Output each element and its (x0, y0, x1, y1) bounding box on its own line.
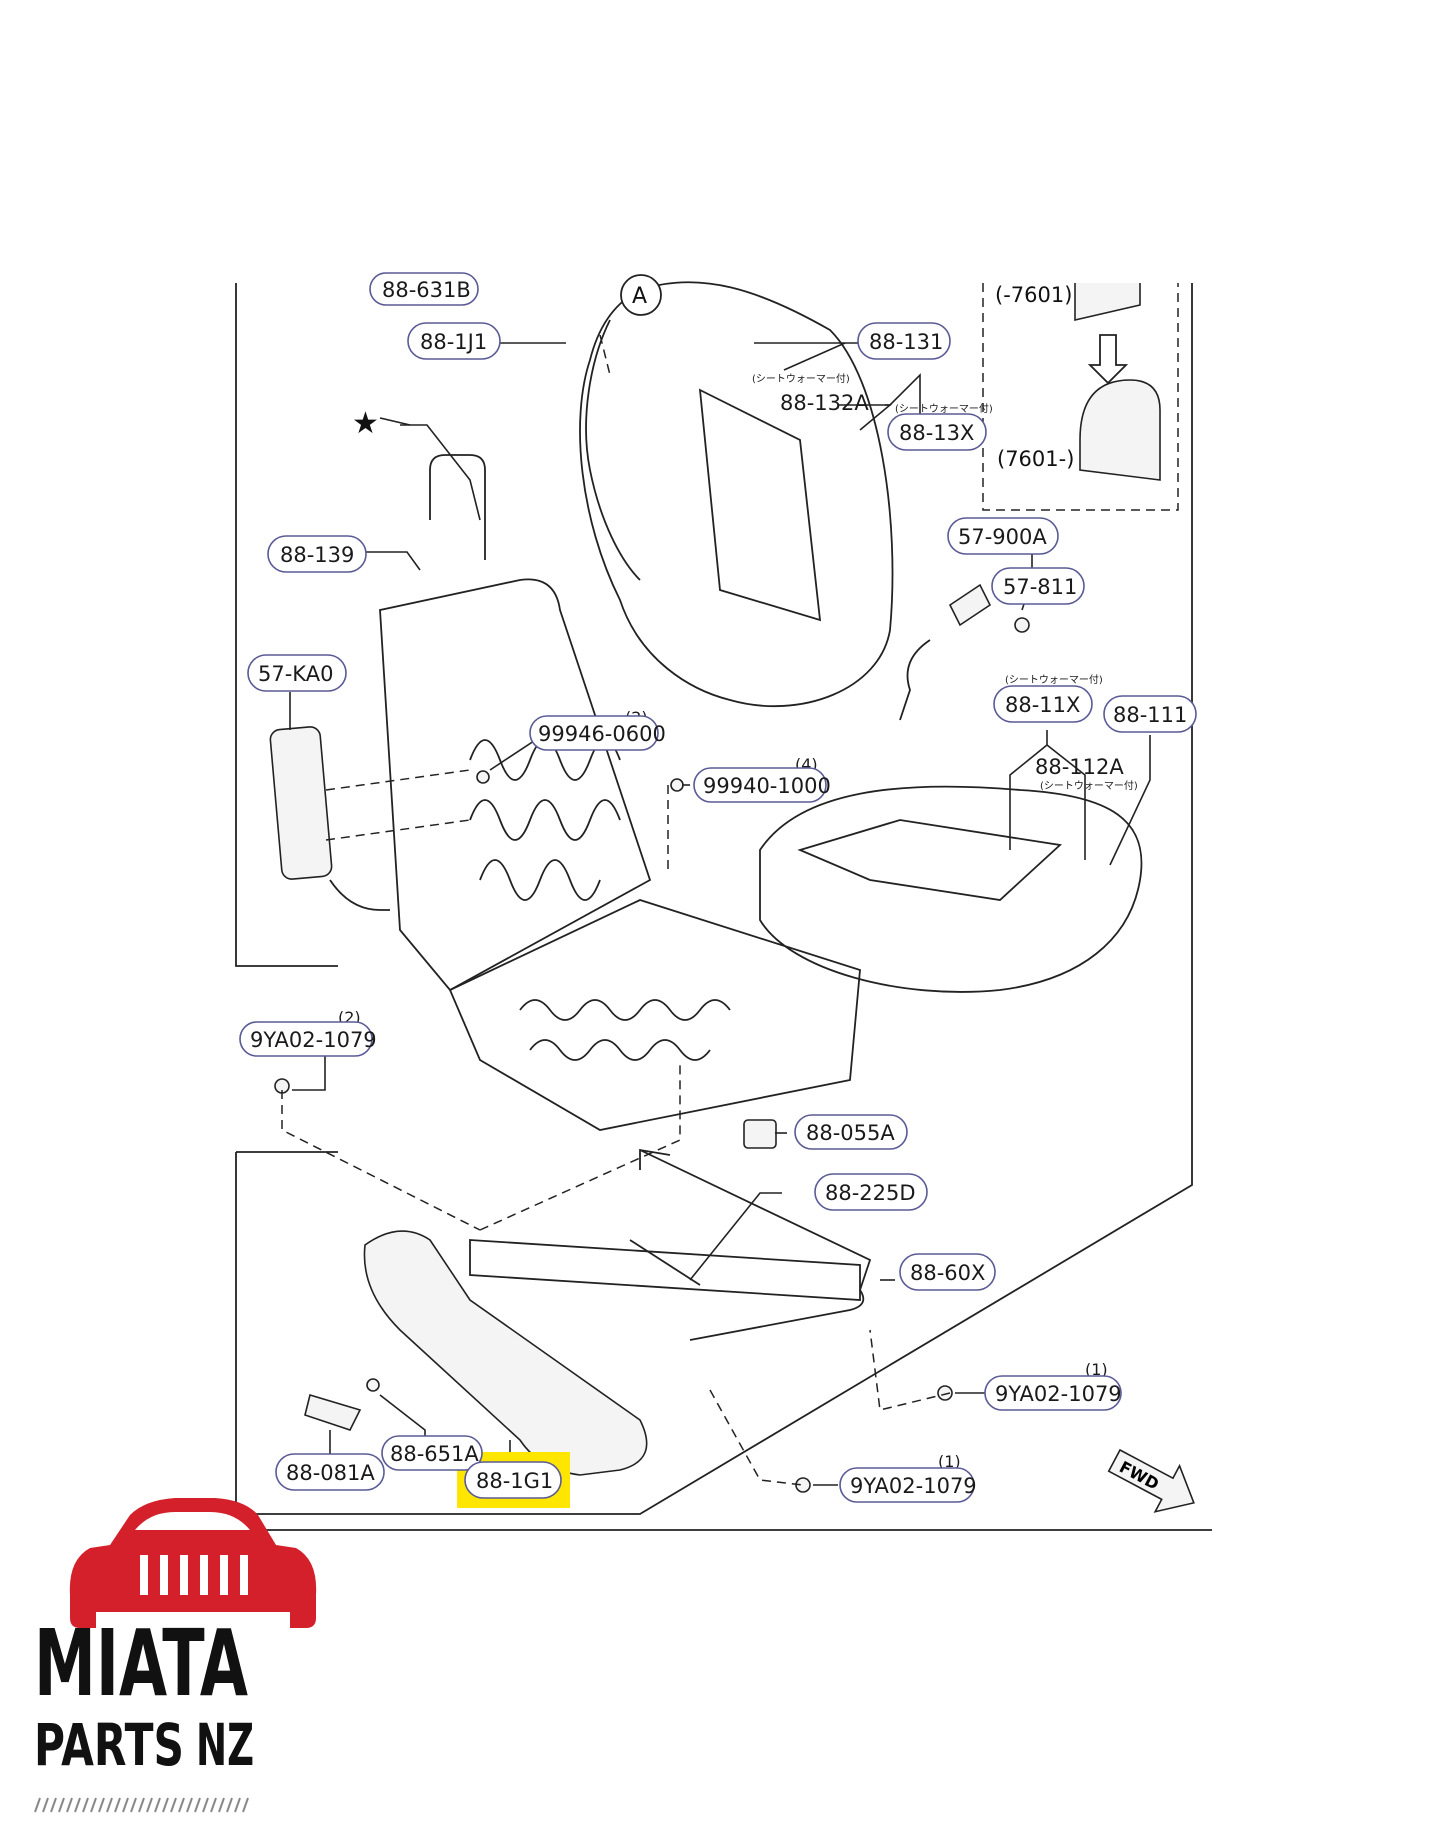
callout-88-1g1[interactable]: 88-1G1 (464, 1461, 562, 1499)
seat-cushion-frame (448, 899, 861, 1131)
svg-text:88-139: 88-139 (280, 543, 354, 567)
svg-text:57-811: 57-811 (1003, 575, 1077, 599)
brand-logo: MIATA PARTS NZ (34, 1498, 317, 1813)
seat-rails (469, 1148, 872, 1341)
callout-9ya02-right[interactable]: 9YA02-1079 (984, 1375, 1122, 1411)
svg-text:57-KA0: 57-KA0 (258, 662, 333, 686)
svg-text:88-1G1: 88-1G1 (476, 1469, 553, 1493)
svg-text:88-1J1: 88-1J1 (420, 330, 487, 354)
heater-note-88-11x: (シートウォーマー付) (1005, 673, 1103, 686)
callout-9ya02-left[interactable]: 9YA02-1079 (239, 1021, 377, 1057)
heater-note-88-112a: (シートウォーマー付) (1040, 779, 1138, 792)
callout-88-11x[interactable]: 88-11X (993, 685, 1093, 723)
callout-88-081a[interactable]: 88-081A (275, 1453, 385, 1491)
diagram-frame (224, 283, 1212, 1531)
callout-88-055a[interactable]: 88-055A (794, 1114, 908, 1150)
headrest-guide-new (1079, 379, 1161, 481)
down-arrow-icon (1087, 334, 1129, 385)
heater-note-88-13x: (シートウォーマー付) (895, 402, 993, 415)
brand-parts: PARTS (34, 1711, 184, 1779)
svg-text:88-131: 88-131 (869, 330, 943, 354)
trim-knob (304, 1393, 362, 1431)
svg-text:57-900A: 57-900A (958, 525, 1047, 549)
callout-88-60x[interactable]: 88-60X (899, 1253, 996, 1291)
svg-text:9YA02-1079: 9YA02-1079 (250, 1028, 377, 1052)
svg-text:88-60X: 88-60X (910, 1261, 985, 1285)
callout-88-112a: 88-112A (1035, 755, 1124, 779)
range-old-label: (-7601) (995, 283, 1072, 307)
svg-text:88-13X: 88-13X (899, 421, 974, 445)
leader-lines (281, 334, 1151, 1486)
side-airbag-module (269, 726, 471, 911)
seat-cushion-pad (759, 785, 1143, 993)
headrest-guide-old (1074, 283, 1141, 322)
reference-a-label: A (632, 284, 647, 309)
seat-belt-buckle (899, 583, 992, 721)
svg-text:88-112A: 88-112A (1035, 755, 1124, 779)
svg-text:88-081A: 88-081A (286, 1461, 375, 1485)
range-new-label: (7601-) (997, 447, 1074, 471)
svg-text:88-132A: 88-132A (780, 391, 869, 415)
callout-57-ka0[interactable]: 57-KA0 (247, 654, 347, 692)
svg-text:88-631B: 88-631B (382, 278, 471, 302)
cap-88-055A (743, 1119, 777, 1149)
headrest-variant-inset (982, 283, 1179, 511)
svg-text:88-11X: 88-11X (1005, 693, 1080, 717)
part-callouts: 88-631B 88-1J1 88-131 88-132A 88-13X 88-… (239, 272, 1197, 1503)
star-marker-icon: ★ (352, 406, 379, 441)
brand-miata: MIATA (34, 1610, 248, 1717)
callout-88-631b[interactable]: 88-631B (369, 272, 479, 306)
svg-text:9YA02-1079: 9YA02-1079 (850, 1474, 977, 1498)
callout-88-131[interactable]: 88-131 (857, 322, 951, 360)
callout-88-1j1[interactable]: 88-1J1 (407, 322, 501, 360)
brand-hatch-stripe (34, 1797, 249, 1813)
brand-nz: NZ (196, 1711, 254, 1779)
callout-88-111[interactable]: 88-111 (1103, 695, 1197, 733)
car-silhouette-icon (69, 1498, 317, 1628)
side-trim-cover (304, 1230, 648, 1476)
qty-9ya02-bottom: (1) (938, 1452, 961, 1471)
callout-88-225d[interactable]: 88-225D (814, 1173, 928, 1211)
seat-back-cushion (579, 281, 894, 708)
callout-57-900a[interactable]: 57-900A (947, 517, 1059, 555)
svg-text:88-111: 88-111 (1113, 703, 1187, 727)
callout-88-139[interactable]: 88-139 (267, 535, 367, 573)
qty-9ya02-right: (1) (1085, 1360, 1108, 1379)
svg-text:9YA02-1079: 9YA02-1079 (995, 1382, 1122, 1406)
reference-a: A (620, 274, 662, 316)
svg-text:88-651A: 88-651A (390, 1442, 479, 1466)
callout-57-811[interactable]: 57-811 (991, 567, 1085, 605)
heater-note-88-131: (シートウォーマー付) (752, 372, 850, 385)
svg-text:88-055A: 88-055A (806, 1121, 895, 1145)
callout-9ya02-bottom[interactable]: 9YA02-1079 (839, 1467, 977, 1503)
callout-88-651a[interactable]: 88-651A (381, 1435, 483, 1471)
fwd-arrow-icon: FWD (1107, 1448, 1195, 1513)
callout-99940-1000[interactable]: 99940-1000 (693, 767, 831, 803)
callout-88-13x[interactable]: 88-13X (887, 413, 987, 451)
callout-88-132a: 88-132A (780, 391, 869, 415)
svg-text:99946-0600: 99946-0600 (538, 722, 666, 746)
svg-text:88-225D: 88-225D (825, 1181, 916, 1205)
svg-text:99940-1000: 99940-1000 (703, 774, 831, 798)
callout-99946-0600[interactable]: 99946-0600 (529, 715, 666, 751)
